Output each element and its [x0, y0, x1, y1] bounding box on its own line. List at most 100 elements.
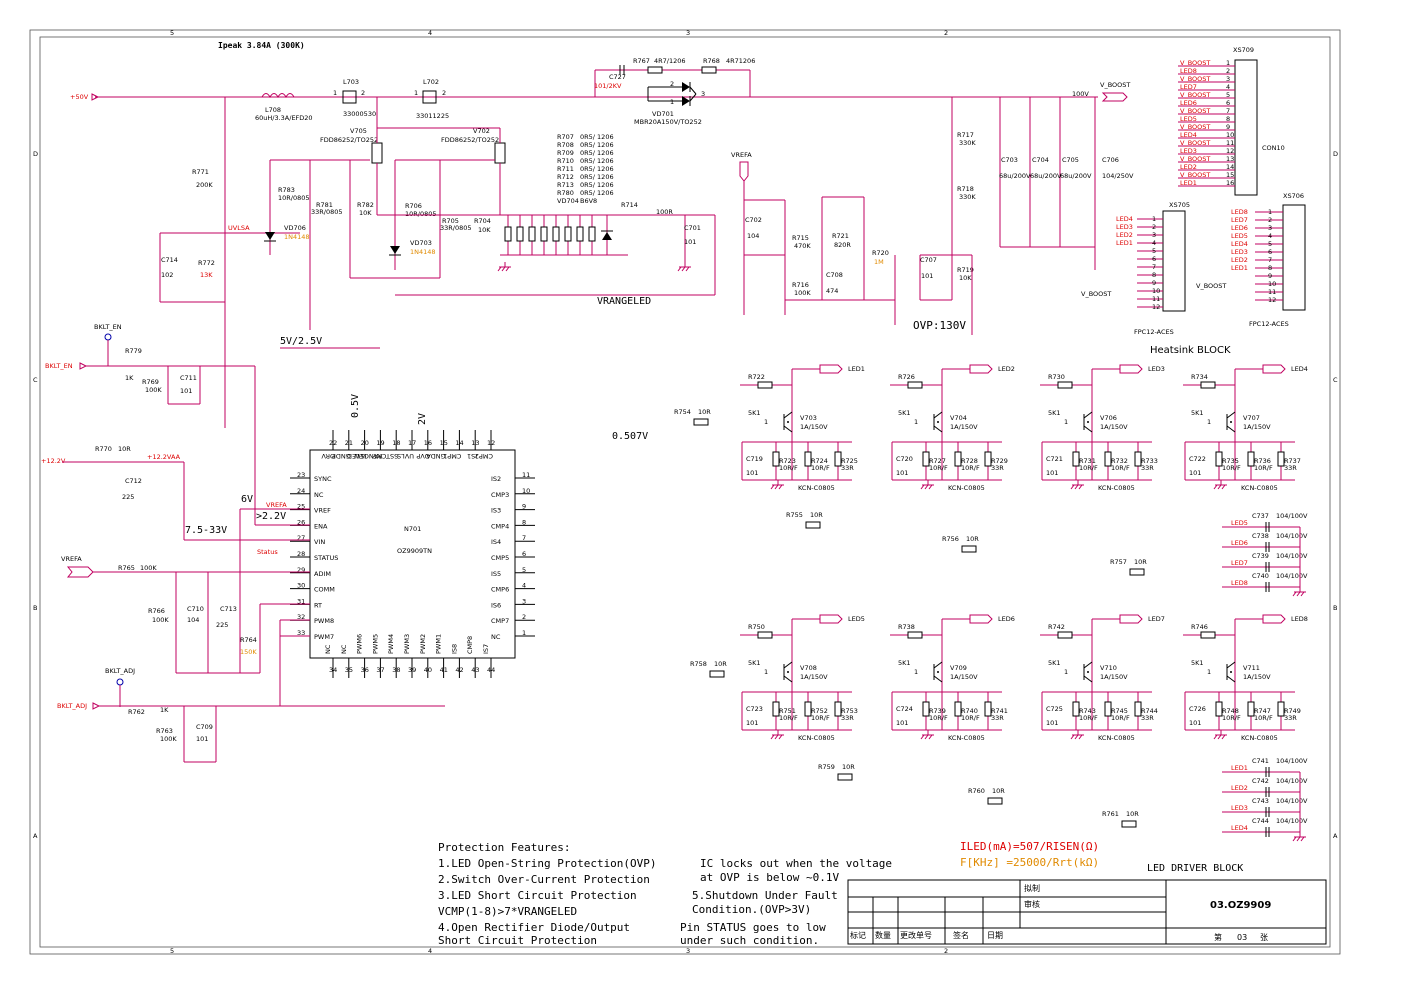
- ch-rin-ref: R759: [818, 763, 835, 771]
- resistor-symbol: [1200, 631, 1216, 639]
- ic-pin-num: 21: [345, 439, 353, 447]
- ruler-top-1: 4: [428, 29, 432, 37]
- net-0v5: 0.5V: [350, 394, 361, 418]
- net-vrefa-top: VREFA: [731, 151, 752, 159]
- R769-ref: R769: [142, 378, 159, 386]
- ruler-top-3: 2: [944, 29, 948, 37]
- ch-rs-val: 10R/F: [1254, 464, 1273, 472]
- xs709-pin-net: LED3: [1180, 147, 1197, 155]
- resistor-symbol: [961, 545, 977, 553]
- xs706-pin-num: 9: [1268, 272, 1272, 280]
- xs706-pin-num: 5: [1268, 240, 1272, 248]
- tb-col-qty: 数量: [875, 930, 891, 940]
- xs709-pin-num: 6: [1226, 99, 1230, 107]
- ch-rs-ref: R745: [1111, 707, 1128, 715]
- ruler-right-3: A: [1333, 832, 1338, 840]
- ch-led-port: [969, 614, 993, 624]
- xs709-pin-num: 15: [1226, 171, 1234, 179]
- ch-pin1: 1: [914, 418, 918, 426]
- xs706-pin-net: LED8: [1231, 208, 1248, 216]
- transistor-base: [1230, 671, 1232, 673]
- R720-value: 1M: [874, 258, 884, 266]
- xs709-body: [1234, 59, 1258, 196]
- ledcap-led: LED8: [1231, 579, 1248, 587]
- ovp-note: OVP:130V: [913, 319, 966, 332]
- C705-value: 68u/200V: [1060, 172, 1092, 180]
- ic-pin-name: RT: [314, 601, 322, 609]
- xs705-pin-num: 8: [1152, 271, 1156, 279]
- res-table-val: 0R5/ 1206: [580, 173, 614, 181]
- tb-col-sign: 签名: [953, 930, 969, 940]
- xs709-pin-num: 13: [1226, 155, 1234, 163]
- ch-pin1: 1: [764, 418, 768, 426]
- C714-value: 102: [161, 271, 173, 279]
- L702-body: [422, 90, 437, 104]
- ground-hatch: [770, 484, 775, 490]
- xs709-pin-num: 4: [1226, 83, 1230, 91]
- xs706-pin-num: 2: [1268, 216, 1272, 224]
- ch-q-val: 1A/150V: [800, 423, 828, 431]
- resistor-symbol: [907, 631, 923, 639]
- xs706-pin-net: LED3: [1231, 248, 1248, 256]
- ch-rs-ref: R749: [1284, 707, 1301, 715]
- R765-value: 100K: [140, 564, 157, 572]
- ledcap-val: 104/100V: [1276, 817, 1308, 825]
- xs709-pin-net: LED6: [1180, 99, 1197, 107]
- xs706-pin-net: LED5: [1231, 232, 1248, 240]
- ic-pin-num: 1: [522, 629, 526, 637]
- bklt-adj-net: BKLT_ADJ: [57, 702, 87, 710]
- ic-pin-name: IS4: [491, 538, 501, 546]
- ch-rin-val: 10R: [810, 511, 823, 519]
- ch-rs-val: 10R/F: [811, 464, 830, 472]
- ch-led: LED5: [848, 615, 865, 623]
- transistor-base: [1087, 671, 1089, 673]
- transistor-c: [783, 411, 793, 419]
- ground-hatch: [497, 266, 502, 272]
- ch-led: LED3: [1148, 365, 1165, 373]
- V705-ref: V705: [350, 127, 367, 135]
- svg-text:2: 2: [361, 89, 365, 97]
- C706-ref: C706: [1102, 156, 1119, 164]
- ch-rs-ref: R724: [811, 457, 828, 465]
- bklt-en-label: BKLT_EN: [94, 323, 122, 331]
- ch-rin-val: 10R: [966, 535, 979, 543]
- ch-rb-val: 5K1: [898, 409, 911, 417]
- ch-q-val: 1A/150V: [1100, 423, 1128, 431]
- ic-pin-num: 13: [471, 439, 479, 447]
- bklt-en-net: BKLT_EN: [45, 362, 73, 370]
- ic-pin-num: 2: [522, 613, 526, 621]
- net-plus12vaa: +12.2VAA: [147, 453, 181, 461]
- ch-rb-val: 5K1: [1191, 659, 1204, 667]
- VD706-value: 1N4148: [284, 233, 310, 241]
- transistor-e: [783, 675, 793, 683]
- resistor-symbol: [772, 701, 780, 717]
- resistor-symbol: [1104, 701, 1112, 717]
- VD701-value: MBR20A150V/TO252: [634, 118, 702, 126]
- ch-q-val: 1A/150V: [950, 423, 978, 431]
- ground-hatch: [778, 734, 783, 740]
- C702-ref: C702: [745, 216, 762, 224]
- ic-pin-num: 27: [297, 534, 305, 542]
- resistor-symbol: [1134, 701, 1142, 717]
- res-table-ref: R712: [557, 173, 574, 181]
- ch-led-port: [819, 364, 843, 374]
- ruler-right-2: B: [1333, 604, 1337, 612]
- C704-value: 68u/200V: [1030, 172, 1062, 180]
- L703-value: 33000530: [343, 110, 376, 118]
- transistor-c: [1226, 661, 1236, 669]
- res-table-val: 0R5/ 1206: [580, 149, 614, 157]
- ch-q-val: 1A/150V: [950, 673, 978, 681]
- res-table-val: 0R5/ 1206: [580, 181, 614, 189]
- ic-pin-num: 10: [522, 487, 530, 495]
- ic-pin-name: VIN: [314, 538, 325, 546]
- ch-rin-val: 10R: [1126, 810, 1139, 818]
- xs706-body: [1282, 204, 1306, 311]
- R718-ref: R718: [957, 185, 974, 193]
- ch-c-ref: C725: [1046, 705, 1063, 713]
- ic-pin-name: CMP3: [491, 491, 509, 499]
- ch-q-ref: V706: [1100, 414, 1117, 422]
- protection-5: 5.Shutdown Under Fault: [692, 889, 838, 902]
- res-table-val: 0R5/ 1206: [580, 189, 614, 197]
- ch-rs-ref: R752: [811, 707, 828, 715]
- R771-ref: R771: [192, 168, 209, 176]
